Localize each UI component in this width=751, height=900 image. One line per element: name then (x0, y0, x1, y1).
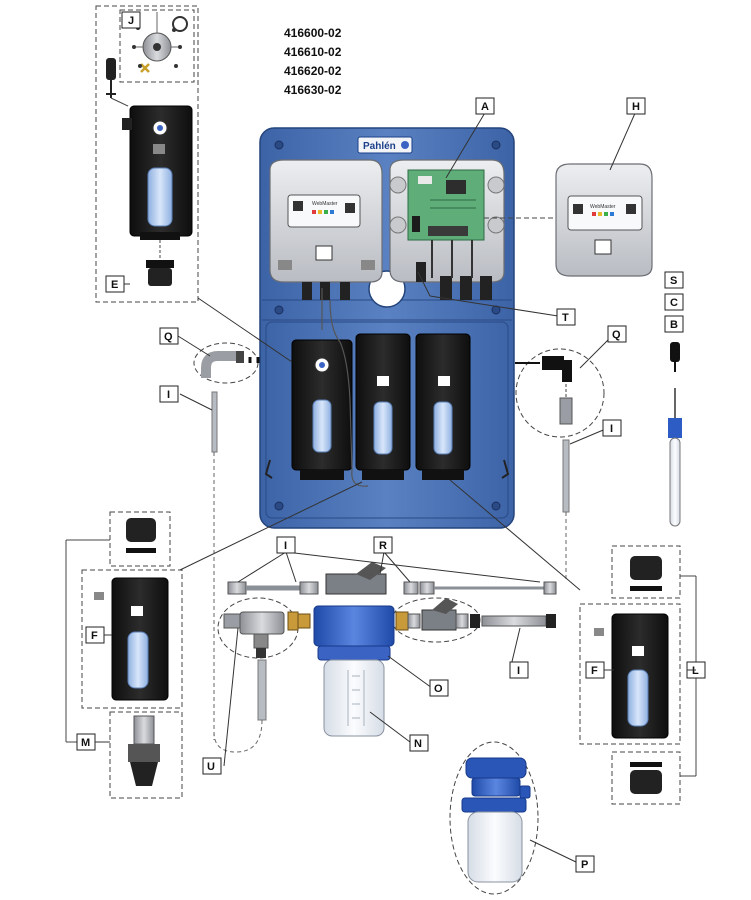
callout-connectors (95, 283, 696, 743)
sensor-probe (668, 342, 682, 527)
callout-O: O (429, 679, 449, 697)
svg-text:P: P (581, 859, 588, 871)
svg-text:E: E (111, 279, 118, 291)
callout-R: R (373, 536, 393, 554)
svg-text:S: S (670, 275, 677, 287)
filter-housing (313, 605, 395, 737)
callout-P: P (575, 855, 595, 873)
svg-text:Pahlén: Pahlén (363, 141, 396, 152)
brand-logo: Pahlén (357, 136, 413, 154)
controller-housing: WebMaster (269, 159, 383, 300)
svg-text:L: L (692, 665, 699, 677)
callout-M: M (76, 733, 96, 751)
leader-lines (177, 110, 637, 863)
callout-E: E (105, 275, 125, 293)
callout-I-right: I (602, 419, 622, 437)
callout-T: T (556, 308, 576, 326)
tube-left-I (211, 391, 218, 740)
spare-controller-H: WebMaster (555, 163, 653, 277)
glands-right (416, 240, 492, 300)
callout-I-center: I (276, 536, 296, 554)
callout-A: A (475, 97, 495, 115)
circuit-board (407, 169, 485, 241)
callout-I-lower: I (509, 661, 529, 679)
svg-text:H: H (632, 101, 640, 113)
callout-B: B (664, 315, 684, 333)
svg-text:U: U (207, 761, 215, 773)
pump-panel-2 (355, 333, 411, 480)
svg-text:A: A (481, 101, 489, 113)
svg-text:T: T (562, 312, 569, 324)
exploded-pump-F-right (579, 545, 697, 805)
callout-J: J (121, 11, 141, 29)
callout-F-right: F (585, 661, 605, 679)
tee-fitting-U (213, 597, 311, 753)
part-number-4: 416630-02 (284, 83, 342, 97)
callout-Q-right: Q (607, 325, 627, 343)
svg-text:F: F (591, 665, 598, 677)
svg-text:I: I (517, 665, 520, 677)
svg-text:I: I (167, 389, 170, 401)
ball-valve-left (325, 562, 387, 595)
spare-filter-P (449, 741, 539, 895)
callout-H: H (626, 97, 646, 115)
callout-F-left: F (85, 626, 105, 644)
callout-N: N (409, 734, 429, 752)
part-number-2: 416610-02 (284, 45, 342, 59)
svg-text:O: O (434, 683, 443, 695)
part-number-3: 416620-02 (284, 64, 342, 78)
ball-valve-right (391, 597, 556, 643)
svg-text:WebMaster: WebMaster (312, 201, 338, 207)
fittings-row (227, 581, 557, 595)
svg-text:R: R (379, 540, 387, 552)
svg-text:F: F (91, 630, 98, 642)
tube-right-I (562, 439, 570, 580)
svg-text:M: M (81, 737, 90, 749)
svg-text:C: C (670, 297, 678, 309)
svg-text:I: I (284, 540, 287, 552)
exploded-pump-E (95, 5, 199, 303)
pump-panel-1 (291, 339, 353, 480)
callout-C: C (664, 293, 684, 311)
pump-panel-3 (415, 333, 471, 480)
exploded-pump-F-left (65, 511, 183, 799)
svg-text:WebMaster: WebMaster (590, 204, 616, 210)
part-number-1: 416600-02 (284, 26, 342, 40)
callout-S: S (664, 271, 684, 289)
svg-text:Q: Q (612, 329, 621, 341)
svg-text:N: N (414, 738, 422, 750)
callout-Q-left: Q (159, 327, 179, 345)
elbow-left-Q (193, 342, 260, 384)
elbow-right-Q (515, 348, 605, 438)
svg-text:Q: Q (164, 331, 173, 343)
callout-I-left: I (159, 385, 179, 403)
internal-cable (329, 299, 369, 487)
svg-text:I: I (610, 423, 613, 435)
callout-U: U (202, 757, 222, 775)
svg-text:J: J (128, 15, 134, 27)
svg-text:B: B (670, 319, 678, 331)
